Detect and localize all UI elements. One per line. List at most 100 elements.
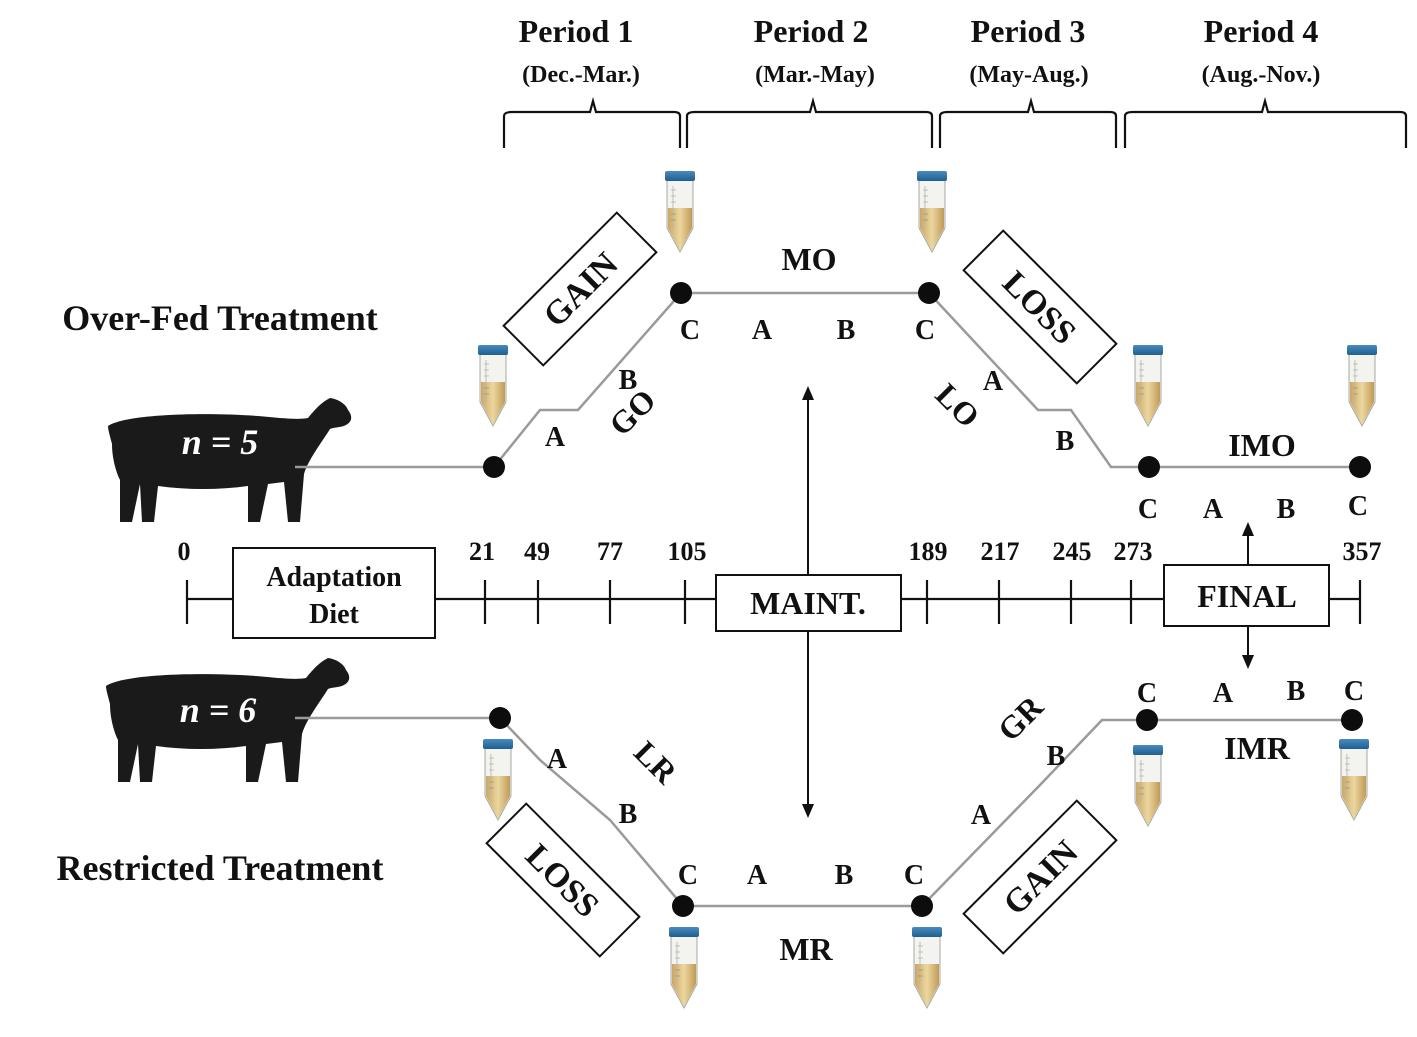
sample-point xyxy=(1136,709,1158,731)
blood-tube-icon xyxy=(1346,344,1378,427)
sample-point xyxy=(1341,709,1363,731)
sample-letter: C xyxy=(680,315,700,346)
sample-letter: B xyxy=(835,860,854,891)
imo-label: IMO xyxy=(1228,427,1296,463)
mr-label: MR xyxy=(779,931,833,967)
period-4-bracket xyxy=(1123,96,1408,148)
period-headers: Period 1 (Dec.-Mar.) Period 2 (Mar.-May)… xyxy=(519,13,1321,88)
sample-letter: C xyxy=(904,860,924,891)
sample-letter: B xyxy=(1277,494,1296,525)
final-box: FINAL xyxy=(1163,564,1330,627)
blood-tube-icon xyxy=(916,170,948,253)
sample-letter: A xyxy=(545,422,566,453)
sample-letter: B xyxy=(837,315,856,346)
sample-letter: A xyxy=(747,860,768,891)
sample-letter: A xyxy=(1203,494,1224,525)
sample-letter: A xyxy=(547,744,568,775)
adaptation-label-line1: Adaptation xyxy=(266,562,402,593)
timeline-day-labels: 0 21 49 77 105 189 217 245 273 357 xyxy=(178,537,1382,566)
period-2-title: Period 2 xyxy=(754,13,869,49)
period-2-months: (Mar.-May) xyxy=(755,62,875,88)
overfed-loss-box: LOSS xyxy=(962,229,1118,385)
restricted-path xyxy=(295,716,1352,908)
sample-point xyxy=(1138,456,1160,478)
sample-point xyxy=(672,895,694,917)
sample-letter: B xyxy=(1047,741,1066,772)
sample-letter: B xyxy=(619,799,638,830)
timeline: 0 21 49 77 105 189 217 245 273 357 Adapt… xyxy=(178,537,1382,639)
sample-letter: A xyxy=(971,800,992,831)
lr-label: LR xyxy=(627,734,685,792)
day-label: 0 xyxy=(178,537,191,566)
sample-letter: C xyxy=(1138,494,1158,525)
period-3-bracket xyxy=(938,96,1118,148)
sample-letter: B xyxy=(1287,676,1306,707)
blood-tube-icon xyxy=(664,170,696,253)
period-4-months: (Aug.-Nov.) xyxy=(1202,62,1321,88)
sample-letter: A xyxy=(752,315,773,346)
day-label: 189 xyxy=(909,537,948,566)
period-1-title: Period 1 xyxy=(519,13,634,49)
sample-letter: A xyxy=(1213,678,1234,709)
adaptation-diet-box: Adaptation Diet xyxy=(232,547,436,639)
overfed-n-label: n = 5 xyxy=(182,422,259,462)
sample-point xyxy=(489,707,511,729)
cow-icon-restricted: n = 6 xyxy=(106,658,350,782)
adaptation-label-line2: Diet xyxy=(309,599,359,630)
overfed-treatment-label: Over-Fed Treatment xyxy=(62,298,378,338)
day-label: 357 xyxy=(1343,537,1382,566)
overfed-gain-box: GAIN xyxy=(502,211,658,367)
sample-point xyxy=(918,282,940,304)
restricted-n-label: n = 6 xyxy=(180,690,257,730)
day-label: 77 xyxy=(597,537,623,566)
period-1-months: (Dec.-Mar.) xyxy=(522,62,640,88)
blood-tube-icon xyxy=(477,344,509,427)
sample-point xyxy=(1349,456,1371,478)
timeline-ticks xyxy=(185,580,1362,624)
sample-point xyxy=(670,282,692,304)
sample-letter: B xyxy=(1056,426,1075,457)
gr-label: GR xyxy=(991,688,1051,748)
period-3-title: Period 3 xyxy=(971,13,1086,49)
overfed-path xyxy=(295,291,1360,469)
sample-points xyxy=(483,282,1371,917)
blood-tube-icon xyxy=(1132,344,1164,427)
sample-letter: C xyxy=(1344,676,1364,707)
period-brackets xyxy=(502,96,1408,148)
final-label: FINAL xyxy=(1197,578,1297,614)
day-label: 245 xyxy=(1053,537,1092,566)
sample-letter: A xyxy=(983,366,1004,397)
day-label: 21 xyxy=(469,537,495,566)
sample-letter: C xyxy=(1137,678,1157,709)
cow-icon-overfed: n = 5 xyxy=(108,398,352,522)
maint-label: MAINT. xyxy=(750,585,866,621)
blood-tube-icon xyxy=(668,926,700,1009)
day-label: 49 xyxy=(524,537,550,566)
day-label: 105 xyxy=(668,537,707,566)
blood-tube-icon xyxy=(1132,744,1164,827)
period-4-title: Period 4 xyxy=(1204,13,1319,49)
maint-box: MAINT. xyxy=(715,574,902,632)
period-3-months: (May-Aug.) xyxy=(969,62,1088,88)
sample-point xyxy=(911,895,933,917)
sample-letter: C xyxy=(1348,491,1368,522)
period-1-bracket xyxy=(502,96,682,148)
restricted-treatment-label: Restricted Treatment xyxy=(57,848,384,888)
sample-letter: C xyxy=(915,315,935,346)
sample-letter: B xyxy=(619,365,638,396)
period-2-bracket xyxy=(685,96,934,148)
blood-tube-icon xyxy=(911,926,943,1009)
day-label: 217 xyxy=(981,537,1020,566)
sample-point xyxy=(483,456,505,478)
blood-tube-icon xyxy=(1338,738,1370,821)
lo-label: LO xyxy=(929,376,987,434)
arrows xyxy=(802,386,1254,818)
sample-letter: C xyxy=(678,860,698,891)
blood-tube-icon xyxy=(482,738,514,821)
imr-label: IMR xyxy=(1224,730,1291,766)
day-label: 273 xyxy=(1114,537,1153,566)
sample-letters: A B C A B C A B C A B C A B C A B C A B … xyxy=(545,315,1368,891)
mo-label: MO xyxy=(781,241,836,277)
